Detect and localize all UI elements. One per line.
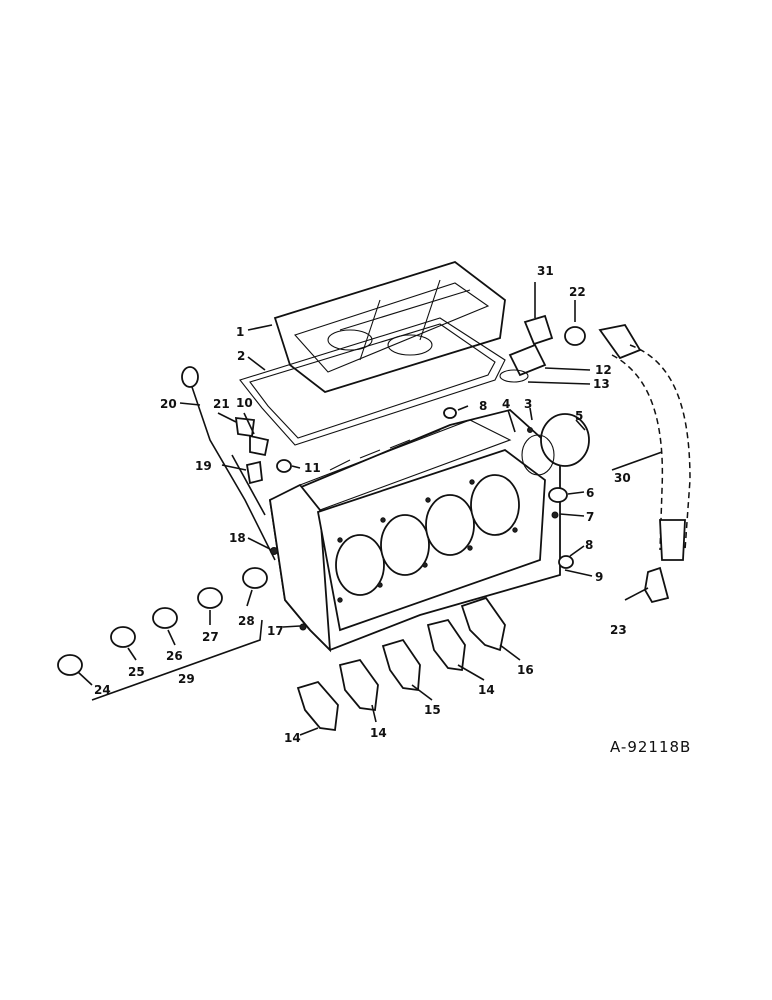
callout-20: 20 [160,397,177,411]
callout-18: 18 [229,531,246,545]
callout-4: 4 [502,397,510,411]
callout-7: 7 [586,510,594,524]
dipstick [181,366,276,561]
callout-13: 13 [593,377,610,391]
callout-31: 31 [537,264,554,278]
valley-cover [273,261,506,393]
breather-hose [598,323,691,561]
callout-11: 11 [304,461,321,475]
callout-labels: 1 2 3 4 5 6 7 8 8 9 10 11 12 13 14 14 14… [94,264,631,745]
callout-10: 10 [236,396,253,410]
valley-gasket [239,317,506,446]
side-plates [443,407,590,569]
callout-8b: 8 [585,538,593,552]
callout-8a: 8 [479,399,487,413]
callout-24: 24 [94,683,111,697]
callout-23: 23 [610,623,627,637]
callout-14c: 14 [478,683,495,697]
callout-12: 12 [595,363,612,377]
callout-16: 16 [517,663,534,677]
callout-9: 9 [595,570,603,584]
callout-26: 26 [166,649,183,663]
callout-14a: 14 [284,731,301,745]
callout-30: 30 [614,471,631,485]
cylinder-bores [335,474,520,596]
callout-21: 21 [213,397,230,411]
callout-2: 2 [237,349,245,363]
callout-17: 17 [267,624,284,638]
breather-assembly [499,314,586,383]
small-parts [234,416,307,631]
callout-15: 15 [424,703,441,717]
hose-bracket [644,566,670,604]
callout-29: 29 [178,672,195,686]
callout-6: 6 [586,486,594,500]
callout-3: 3 [524,397,532,411]
reference-code: A-92118B [610,738,691,756]
cam-bearings [57,567,268,701]
main-bearing-caps [296,596,506,732]
callout-25: 25 [128,665,145,679]
leader-lines [77,282,663,736]
callout-14b: 14 [370,726,387,740]
callout-19: 19 [195,459,212,473]
engine-block [269,409,561,653]
callout-1: 1 [236,325,244,339]
callout-22: 22 [569,285,586,299]
callout-27: 27 [202,630,219,644]
callout-5: 5 [575,409,583,423]
callout-28: 28 [238,614,255,628]
